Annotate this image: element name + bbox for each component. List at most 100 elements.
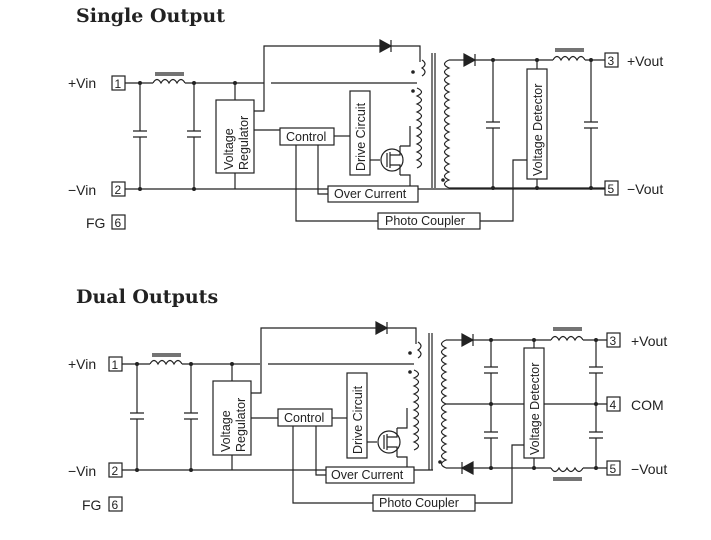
single-voltage-regulator-label-2: Regulator xyxy=(237,116,251,170)
dual-vout-minus-pin: 5 xyxy=(610,462,617,476)
dual-input-inductor xyxy=(149,359,183,366)
dual-winding-dot xyxy=(438,460,442,464)
dual-output-capacitor-1 xyxy=(484,340,498,404)
single-output-capacitor-2 xyxy=(584,60,598,188)
single-output-inductor-core xyxy=(555,48,584,52)
dual-output-inductor-positive-core xyxy=(553,327,582,331)
dual-vin-plus-label: +Vin xyxy=(68,356,96,372)
dual-voltage-detector-label: Voltage Detector xyxy=(528,363,542,455)
dual-mosfet-terminals xyxy=(383,428,398,457)
dual-com-pin-box xyxy=(606,396,621,412)
dual-vout-minus-pin-box xyxy=(606,460,621,476)
dual-input-capacitor-2 xyxy=(184,364,198,470)
single-input-capacitor-2 xyxy=(187,83,201,189)
dual-vout-minus-label: −Vout xyxy=(631,461,667,477)
single-vout-minus-pin-box xyxy=(604,180,619,196)
dual-output-inductor-positive xyxy=(550,335,584,342)
dual-output-capacitor-2 xyxy=(484,404,498,468)
single-input-capacitor-1 xyxy=(133,83,147,189)
dual-vin-minus-label: −Vin xyxy=(68,463,96,479)
single-vout-plus-label: +Vout xyxy=(627,53,663,69)
dual-mosfet-icon xyxy=(377,430,401,454)
single-voltage-regulator-label-1: Voltage xyxy=(222,128,236,170)
single-vin-plus-pin: 1 xyxy=(115,77,122,91)
dual-outputs-title: Dual Outputs xyxy=(76,286,218,308)
dual-over-current-label: Over Current xyxy=(331,468,404,482)
single-transformer-core xyxy=(431,53,436,188)
single-photocoupler-to-detector xyxy=(480,159,527,222)
dual-drive-circuit-box xyxy=(346,372,368,459)
single-aux-wire-2 xyxy=(390,40,421,62)
dual-output-inductor-negative xyxy=(550,466,584,473)
dual-photo-coupler-label: Photo Coupler xyxy=(379,496,459,510)
single-mosfet-terminals xyxy=(386,146,401,175)
dual-winding-dot xyxy=(408,351,412,355)
single-input-inductor-core xyxy=(155,72,184,76)
dual-input-capacitor-1 xyxy=(130,364,144,470)
dual-output-wire-negative xyxy=(461,462,551,474)
single-primary-winding xyxy=(415,87,423,169)
single-output-title: Single Output xyxy=(76,5,225,27)
dual-outputs-diagram: Dual Outputs +Vin 1 −Vin 2 FG 6 Voltage … xyxy=(68,286,667,513)
single-mosfet-icon xyxy=(380,148,404,172)
dual-input-inductor-core xyxy=(152,353,181,357)
dual-aux-wire-2 xyxy=(386,322,417,344)
dual-output-diode-negative xyxy=(460,460,474,476)
dual-vout-plus-label: +Vout xyxy=(631,333,667,349)
single-vin-plus-label: +Vin xyxy=(68,75,96,91)
single-secondary-winding xyxy=(443,59,451,189)
dual-com-label: COM xyxy=(631,397,664,413)
dual-vin-plus-pin: 1 xyxy=(112,358,119,372)
single-winding-dot xyxy=(411,89,415,93)
single-vin-minus-label: −Vin xyxy=(68,182,96,198)
single-vin-minus-pin: 2 xyxy=(115,183,122,197)
dual-primary-winding xyxy=(412,369,420,451)
single-fg-pin: 6 xyxy=(115,216,122,230)
single-winding-dot xyxy=(441,178,445,182)
single-output-capacitor-1 xyxy=(486,60,500,188)
single-vout-minus-label: −Vout xyxy=(627,181,663,197)
dual-vout-plus-pin-box xyxy=(606,332,621,348)
dual-photocoupler-to-detector xyxy=(475,444,524,504)
single-vout-plus-pin-box xyxy=(604,52,619,68)
single-output-diode xyxy=(463,52,477,68)
dual-com-pin: 4 xyxy=(610,398,617,412)
dual-output-wire-positive xyxy=(472,334,551,346)
dual-fg-pin-box xyxy=(108,496,123,512)
dual-winding-dot xyxy=(408,370,412,374)
single-fg-pin-box xyxy=(111,214,126,230)
single-input-inductor xyxy=(152,78,186,85)
single-control-to-photocoupler xyxy=(295,145,378,222)
single-vout-plus-pin: 3 xyxy=(608,54,615,68)
dual-drive-circuit-label: Drive Circuit xyxy=(351,385,365,454)
dual-output-capacitor-4 xyxy=(589,404,603,468)
dual-voltage-regulator-label-1: Voltage xyxy=(219,410,233,452)
single-vout-minus-pin: 5 xyxy=(608,182,615,196)
dual-aux-winding xyxy=(416,341,422,359)
single-over-current-label: Over Current xyxy=(334,187,407,201)
single-fg-label: FG xyxy=(86,215,105,231)
dual-fg-pin: 6 xyxy=(112,498,119,512)
single-voltage-detector-label: Voltage Detector xyxy=(531,84,545,176)
single-output-wire xyxy=(474,54,553,66)
dual-vin-minus-pin: 2 xyxy=(112,464,119,478)
single-mosfet-wires xyxy=(400,126,411,189)
single-winding-dot xyxy=(411,70,415,74)
dual-transformer-core xyxy=(428,333,433,470)
single-control-to-overcurrent xyxy=(317,145,328,195)
single-drive-circuit-label: Drive Circuit xyxy=(354,102,368,171)
single-control-label: Control xyxy=(286,130,326,144)
dual-control-to-photocoupler xyxy=(292,426,373,504)
single-output-inductor xyxy=(552,55,586,62)
dual-voltage-regulator-label-2: Regulator xyxy=(234,398,248,452)
single-drive-circuit-box xyxy=(349,90,371,176)
dual-control-label: Control xyxy=(284,411,324,425)
dual-vout-plus-pin: 3 xyxy=(610,334,617,348)
single-photo-coupler-label: Photo Coupler xyxy=(385,214,465,228)
dual-secondary-winding-upper xyxy=(440,339,448,405)
dual-aux-diode xyxy=(375,320,389,336)
single-output-diagram: Single Output +Vin 1 −Vin 2 FG 6 Voltage… xyxy=(68,5,663,231)
single-aux-winding xyxy=(420,59,426,77)
dual-output-inductor-negative-core xyxy=(553,477,582,481)
